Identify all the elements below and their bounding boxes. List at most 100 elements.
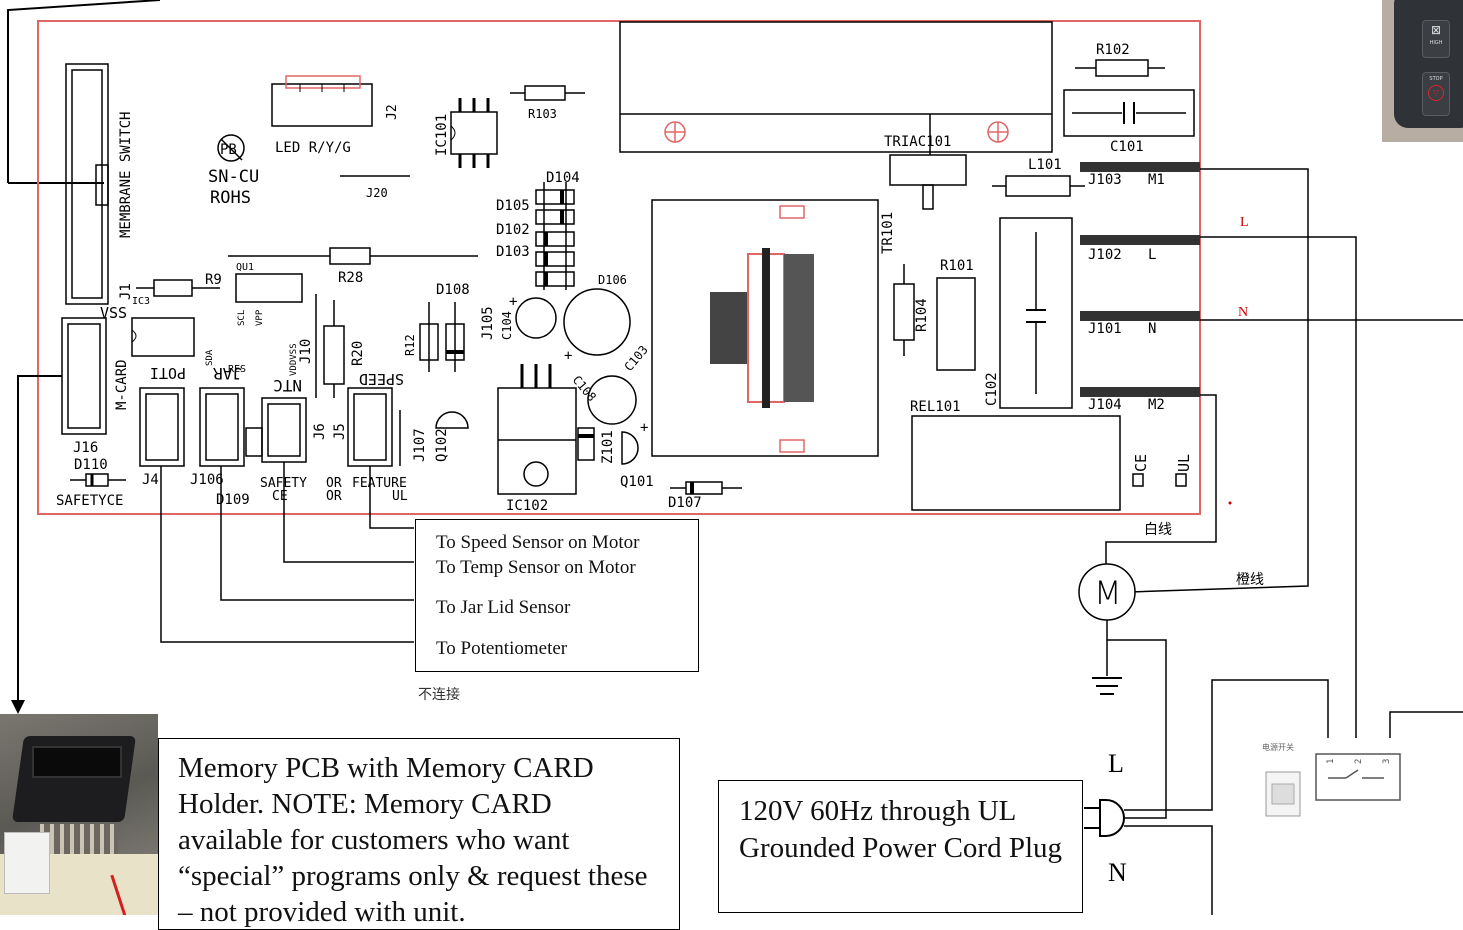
orange-wire-label: 橙线 <box>1236 572 1264 588</box>
r20-label: R20 <box>350 341 366 366</box>
j2-label: J2 <box>385 104 400 120</box>
d106-capacitor: D106 + <box>563 273 631 364</box>
j1-label: J1 <box>118 283 134 300</box>
r103-resistor: R103 <box>510 85 585 121</box>
ntc-label: NTC <box>273 376 302 395</box>
mcard-connector: VSS M-CARD J16 <box>61 304 130 456</box>
pot-sensor-text: To Potentiometer <box>436 638 568 659</box>
z101-diode: Z101 <box>577 427 616 464</box>
card-slot <box>32 746 122 778</box>
sda-label: SDA <box>205 349 215 366</box>
j102-l-label: L <box>1148 247 1156 263</box>
ic102-regulator: IC102 <box>497 364 577 514</box>
stop-button: STOP ▽ <box>1422 72 1450 116</box>
c101-label: C101 <box>1110 139 1144 155</box>
j4-label: J4 <box>142 472 159 488</box>
d102-label: D102 <box>496 222 530 238</box>
plug-n-label: N <box>1108 858 1127 887</box>
j102-label: J102 <box>1088 247 1122 263</box>
ic101-label: IC101 <box>434 114 450 156</box>
white-connector <box>4 832 50 894</box>
q102-label: Q102 <box>434 428 450 462</box>
r101-resistor: R101 <box>936 258 976 371</box>
d107-diode: D107 <box>668 481 742 511</box>
r102-label: R102 <box>1096 42 1130 58</box>
switch-pin-1: 1 <box>1326 759 1336 764</box>
qu1-label: QU1 <box>236 262 254 273</box>
membrane-switch-connector: MEMBRANE SWITCH J1 <box>65 63 134 305</box>
j107-label: J107 <box>412 428 428 462</box>
ce-ul-marks: CE UL <box>1132 454 1193 487</box>
rohs-label: ROHS <box>210 188 251 208</box>
ce-label: CE <box>1132 454 1150 472</box>
r28-label: R28 <box>338 270 363 286</box>
down-arrow-icon <box>11 700 25 714</box>
d106-plus: + <box>564 348 572 364</box>
speed-sensor-wire <box>369 466 414 529</box>
ic3-label: IC3 <box>132 296 150 307</box>
vddvss-label: VDDVSS <box>289 343 299 376</box>
terminal-j104: J104 M2 <box>1080 387 1200 413</box>
ul2-label: UL <box>392 489 408 504</box>
vss-label: VSS <box>100 304 127 322</box>
j6-label: J6 <box>312 423 328 440</box>
safetyce-label: SAFETYCE <box>56 493 123 509</box>
pot-sensor-wire <box>160 466 414 643</box>
triac-label: TRIAC101 <box>884 134 951 150</box>
mcard-arrow-wire <box>17 375 62 700</box>
memory-pcb-note-text: Memory PCB with Memory CARD Holder. NOTE… <box>178 752 648 928</box>
stop-label: STOP <box>1429 76 1443 82</box>
d103-label: D103 <box>496 244 530 260</box>
r28-resistor: R28 <box>228 247 478 286</box>
d104-label: D104 <box>546 170 580 186</box>
ic101-component: IC101 <box>434 98 498 168</box>
d106-label: D106 <box>598 273 627 287</box>
r9-label: R9 <box>205 272 222 288</box>
ul-label: UL <box>1175 454 1193 472</box>
j16-label: J16 <box>73 440 98 456</box>
power-note-text: 120V 60Hz through UL Grounded Power Cord… <box>739 795 1063 864</box>
memory-pcb-note: Memory PCB with Memory CARD Holder. NOTE… <box>158 738 680 930</box>
speed-sensor-text: To Speed Sensor on Motor <box>436 532 640 553</box>
led-connector: LED R/Y/G J2 <box>271 75 400 156</box>
stop-icon: ▽ <box>1428 85 1444 101</box>
pcb-n-label: N <box>1238 305 1248 320</box>
switch-title: 电源开关 <box>1262 742 1294 752</box>
ic102-label: IC102 <box>506 498 548 514</box>
c101-capacitor: C101 <box>1063 89 1195 155</box>
j105-label: J105 <box>480 306 496 340</box>
pcb-l-label: L <box>1240 215 1249 230</box>
c103-label: C103 <box>622 343 651 374</box>
power-note: 120V 60Hz through UL Grounded Power Cord… <box>718 780 1083 913</box>
ground-to-plug-wire <box>1107 639 1167 819</box>
j5-label: J5 <box>332 423 348 440</box>
d110-diode: D110 SAFETYCE <box>56 457 126 509</box>
j106-label: J106 <box>190 472 224 488</box>
temp-sensor-wire <box>283 462 414 563</box>
switch-out-wire <box>1389 711 1463 738</box>
m1-wire <box>1129 168 1309 593</box>
rel101-label: REL101 <box>910 399 961 415</box>
r101-label: R101 <box>940 258 974 274</box>
triac101: TRIAC101 <box>884 134 967 210</box>
j101-n-label: N <box>1148 321 1156 337</box>
switch-pin-3: 3 <box>1382 759 1392 764</box>
q102-transistor: Q102 <box>434 411 469 462</box>
lead-free-symbol: PB SN-CU ROHS <box>208 134 259 208</box>
ic3-chip <box>131 317 195 357</box>
z101-label: Z101 <box>600 430 616 464</box>
d108-label: D108 <box>436 282 470 298</box>
temp-sensor-text: To Temp Sensor on Motor <box>436 557 636 578</box>
white-wire-label: 白线 <box>1144 522 1172 538</box>
r103-label: R103 <box>528 107 557 121</box>
l101-label: L101 <box>1028 157 1062 173</box>
j106-jar-connector: RES JAR J106 D109 <box>190 364 263 508</box>
marker-dot <box>1228 501 1232 505</box>
ce2-label: CE <box>272 489 288 504</box>
terminal-j103: J103 M1 <box>1080 162 1200 188</box>
jar-sensor-text: To Jar Lid Sensor <box>436 597 571 618</box>
tr101-label: TR101 <box>880 212 896 254</box>
d107-label: D107 <box>668 495 702 511</box>
j104-label: J104 <box>1088 397 1122 413</box>
